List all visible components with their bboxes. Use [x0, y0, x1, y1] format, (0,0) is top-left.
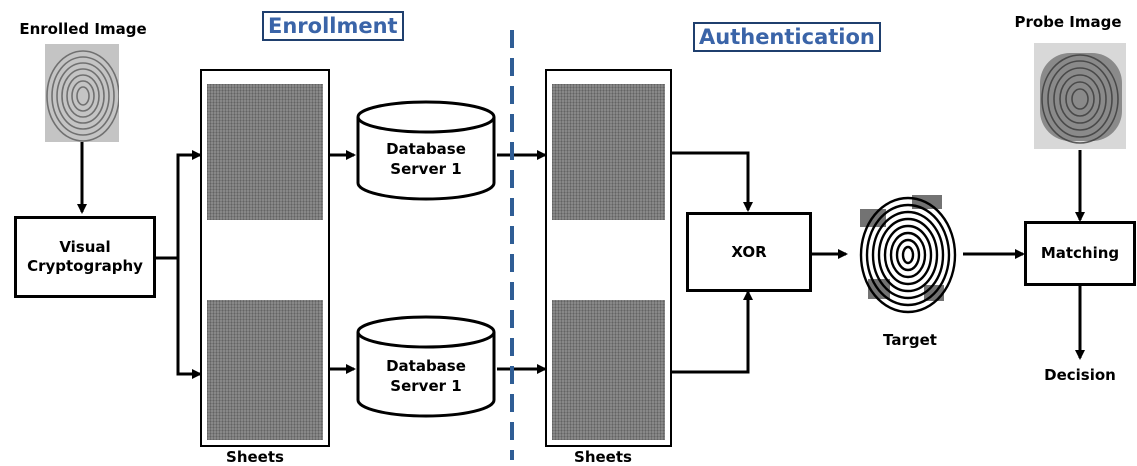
decision-label: Decision: [1044, 366, 1116, 384]
share-top-left: [207, 84, 323, 220]
database-bottom-line1: Database: [386, 357, 466, 375]
enrolled-image-label: Enrolled Image: [19, 20, 147, 38]
xor-box: XOR: [686, 212, 812, 292]
arrow-bottom-sheet-to-xor: [672, 290, 753, 374]
database-top-line2: Server 1: [390, 159, 462, 178]
share-bottom-left: [207, 300, 323, 440]
visual-cryptography-box: Visual Cryptography: [14, 216, 156, 298]
probe-image-label: Probe Image: [1014, 13, 1122, 31]
sheets-left-panel: [200, 69, 330, 447]
enrolled-fingerprint-image: [45, 44, 119, 142]
probe-fingerprint-image: [1034, 43, 1126, 149]
authentication-heading: Authentication: [693, 22, 881, 52]
fingerprint-gray-icon: [1034, 43, 1126, 149]
arrow-top-sheet-to-xor: [672, 151, 753, 212]
fingerprint-gray-icon: [45, 44, 119, 142]
visual-cryptography-line1: Visual: [59, 238, 111, 257]
enrollment-heading: Enrollment: [262, 11, 404, 41]
arrow-vc-to-top-sheet: [155, 150, 202, 260]
arrow-vc-to-bottom-sheet: [176, 258, 202, 379]
share-bottom-right: [552, 300, 665, 440]
matching-label: Matching: [1040, 244, 1120, 263]
target-fingerprint-image: [850, 187, 962, 315]
database-top-line1: Database: [386, 140, 466, 158]
sheets-right-label: Sheets: [574, 448, 632, 466]
database-bottom-label: Database Server 1: [355, 357, 497, 396]
database-server-bottom: [356, 315, 496, 418]
xor-label: XOR: [731, 242, 767, 261]
fingerprint-binary-icon: [850, 187, 962, 315]
target-label: Target: [883, 331, 937, 349]
database-bottom-line2: Server 1: [390, 376, 462, 395]
database-top-label: Database Server 1: [355, 140, 497, 179]
share-top-right: [552, 84, 665, 220]
visual-cryptography-line2: Cryptography: [27, 257, 143, 275]
database-server-top: [356, 100, 496, 201]
matching-box: Matching: [1024, 221, 1136, 286]
sheets-right-panel: [545, 69, 672, 447]
sheets-left-label: Sheets: [226, 448, 284, 466]
